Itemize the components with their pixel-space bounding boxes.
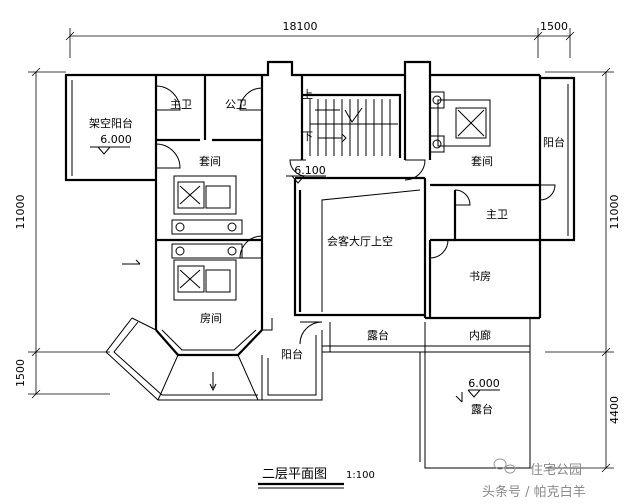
title-scale: 1:100 <box>346 470 375 481</box>
label-master-bath-right: 主卫 <box>486 208 508 221</box>
wechat-icon <box>493 458 516 474</box>
dim-left-bottom: 1500 <box>14 359 27 387</box>
label-suite-right: 套间 <box>471 155 493 168</box>
label-study: 书房 <box>469 270 491 283</box>
label-inner-corridor: 内廊 <box>469 328 491 342</box>
watermark-line2: 头条号 / 帕克白羊 <box>482 484 586 500</box>
staircase <box>309 99 398 156</box>
elevation-balcony: 6.000 <box>100 133 132 146</box>
dim-right-height: 11000 <box>608 195 621 230</box>
label-balcony-right: 阳台 <box>543 135 565 149</box>
label-master-bath-left: 主卫 <box>170 98 192 111</box>
drawing-title: 二层平面图 1:100 <box>258 467 375 489</box>
elevation-terrace: 6.000 <box>468 377 500 390</box>
dim-top-width: 18100 <box>283 20 318 33</box>
label-room: 房间 <box>200 312 222 325</box>
dim-top-right: 1500 <box>540 20 568 33</box>
stair-down-label: 下 <box>302 130 313 143</box>
label-balcony-bottom: 阳台 <box>281 347 303 361</box>
dim-left-height: 11000 <box>14 195 27 230</box>
label-suite-left: 套间 <box>199 155 221 168</box>
label-terrace: 露台 <box>367 328 389 342</box>
dimension-lines <box>28 28 614 473</box>
title-main: 二层平面图 <box>262 467 327 482</box>
elevation-markers <box>90 146 500 398</box>
void-cross-line <box>321 189 421 312</box>
label-living-void: 会客大厅上空 <box>327 234 393 248</box>
watermark-line1: 住宅公园 <box>530 463 582 478</box>
furniture <box>122 91 491 403</box>
elevation-corridor: 6.100 <box>294 164 326 177</box>
stair-up-label: 上 <box>302 88 313 101</box>
dim-right-bottom: 4400 <box>608 396 621 424</box>
label-balcony-overhead: 架空阳台 <box>89 116 133 130</box>
label-terrace-bottom: 露台 <box>471 402 493 416</box>
label-public-bath: 公卫 <box>225 98 247 111</box>
outer-walls <box>64 60 576 401</box>
watermark: 住宅公园 头条号 / 帕克白羊 <box>482 458 586 500</box>
